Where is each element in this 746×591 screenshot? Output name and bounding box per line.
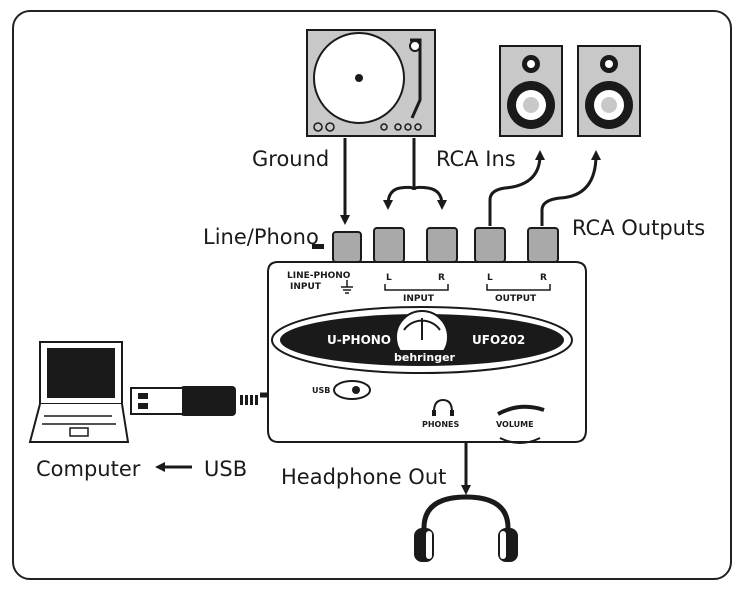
line-phono-label-1: LINE-PHONO [287, 271, 351, 281]
output-r-connector [527, 227, 559, 263]
output-r-label: R [540, 273, 547, 283]
speaker-right-icon [577, 45, 641, 137]
turntable-icon [306, 29, 436, 137]
rca-input-cable-right [412, 185, 447, 210]
output-label: OUTPUT [495, 294, 537, 304]
input-r-connector [426, 227, 458, 263]
rca-outputs-label: RCA Outputs [572, 216, 705, 240]
rca-output-cable-left [488, 150, 545, 226]
input-r-label: R [438, 273, 445, 283]
input-l-connector [373, 227, 405, 263]
line-phono-label-2: INPUT [290, 282, 322, 292]
ground-icon [341, 280, 353, 294]
phones-label: PHONES [422, 420, 460, 429]
output-l-connector [474, 227, 506, 263]
output-l-label: L [487, 273, 493, 283]
input-label: INPUT [403, 294, 435, 304]
volume-knob [497, 404, 545, 416]
speaker-left-icon [499, 45, 563, 137]
headphones-icon [414, 494, 518, 562]
ground-label: Ground [252, 147, 329, 171]
rca-output-cable-right [540, 150, 601, 226]
rca-input-cable-left [383, 185, 416, 210]
input-l-label: L [386, 273, 392, 283]
headphone-jack-icon [432, 398, 454, 416]
volume-label: VOLUME [496, 420, 534, 429]
usb-port-label: USB [312, 386, 330, 395]
model-left-text: U-PHONO [327, 333, 391, 347]
u-phono-device: LINE-PHONO INPUT L R INPUT L R OUTPUT U-… [267, 227, 587, 444]
laptop-icon [28, 341, 130, 443]
rca-ins-label: RCA Ins [436, 147, 516, 171]
usb-label: USB [204, 457, 247, 481]
brand-logo-band: U-PHONO UFO202 behringer [271, 306, 573, 374]
model-right-text: UFO202 [472, 333, 525, 347]
line-phono-connector [332, 231, 362, 263]
computer-label: Computer [36, 457, 141, 481]
brand-text: behringer [394, 351, 456, 364]
diagram-frame [12, 10, 732, 580]
line-phono-label: Line/Phono [203, 225, 319, 249]
usb-cable [130, 386, 268, 416]
headphone-out-label: Headphone Out [281, 465, 446, 489]
